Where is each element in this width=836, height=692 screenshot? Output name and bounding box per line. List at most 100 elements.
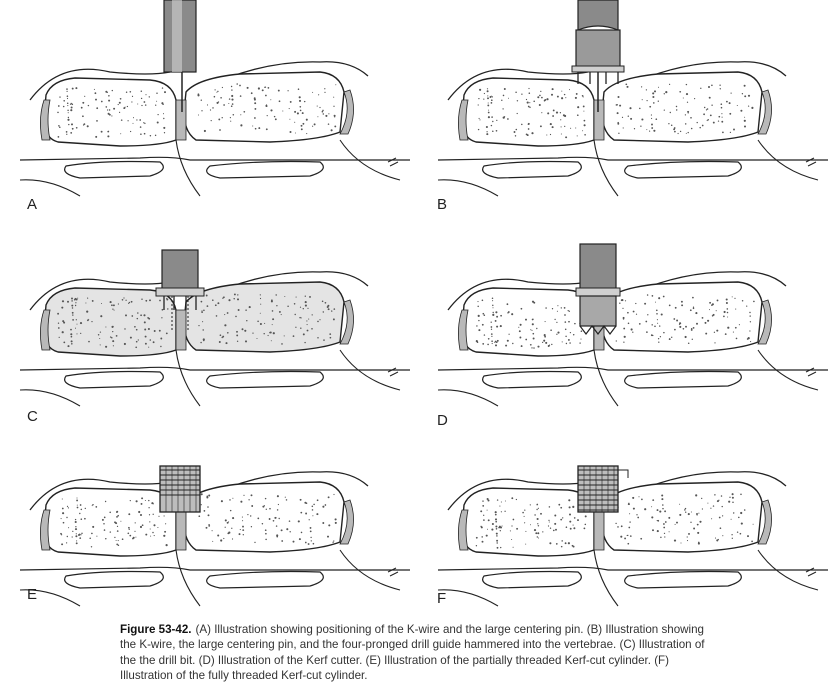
panel-d [418,210,836,410]
figure-caption-text: (A) Illustration showing positioning of … [120,623,705,682]
panel-c [0,210,418,410]
cancellous-texture [477,83,754,139]
endplate-cartilage [40,509,51,551]
spine-illustration [437,243,828,407]
lamina-left [64,160,164,179]
pin-highlight [172,0,182,72]
process-line [175,549,201,607]
break-mark [805,157,817,167]
canal-line [437,156,828,161]
panel-letter-e: E [27,586,38,603]
break-mark [387,157,399,167]
endplate-cartilage [40,99,51,141]
panel-letter-d: D [437,412,448,429]
posterior-contour-line [447,478,589,511]
spine-illustration [437,465,828,607]
vertebral-body-right [183,71,345,143]
kerf-cylinder [577,465,619,513]
process-line [19,389,81,407]
lamina-left [482,570,582,589]
lamina-right [624,570,742,589]
cancellous-texture [57,293,336,349]
posterior-contour-line [447,68,589,101]
panel-a [0,0,418,200]
endplate-cartilage [757,299,772,345]
process-line [593,139,619,197]
process-line [339,139,401,181]
process-line [437,389,499,407]
break-mark [805,567,817,577]
process-line [437,179,499,197]
spine-illustration [19,249,410,407]
canal-line [19,156,410,161]
process-line [593,549,619,607]
panel-letter-f: F [437,590,447,607]
break-mark [387,567,399,577]
spine-illustration [437,0,828,197]
process-line [175,349,201,407]
break-mark [387,367,399,377]
endplate-cartilage [458,309,469,351]
canal-line [437,566,828,571]
panel-letter-a: A [27,196,38,213]
process-line [339,349,401,391]
panel-letter-c: C [27,408,38,425]
lamina-left [64,570,164,589]
drill-guide-collar [155,287,205,297]
spine-illustration [19,0,410,197]
disc-space-cartilage [593,509,605,551]
vertebral-body-right [183,481,345,553]
drill-guide-sleeve [575,29,621,69]
canal-line [19,566,410,571]
panel-e [0,410,418,610]
process-line [19,589,81,607]
process-line [437,589,499,607]
cancellous-texture [57,83,337,138]
cylinder-tab [618,469,629,478]
endplate-cartilage [339,499,354,545]
vertebral-body-right [601,71,763,143]
endplate-cartilage [339,299,354,345]
cutter-teeth [579,325,617,335]
drill-shaft [161,249,199,291]
canal-line [19,366,410,371]
vertebral-body-left [461,487,595,557]
process-line [757,549,819,591]
endplate-cartilage [339,89,354,135]
endplate-cartilage [757,89,772,135]
canal-line [437,366,828,371]
cancellous-texture [60,493,337,548]
posterior-contour-line [29,278,171,311]
lamina-left [482,160,582,179]
kerf-cylinder [159,465,201,513]
drill-guide-collar [571,65,625,73]
process-line [757,349,819,391]
process-line [757,139,819,181]
lamina-right [624,370,742,389]
vertebral-body-right [183,281,345,353]
vertebral-body-left [461,287,595,357]
endplate-cartilage [458,509,469,551]
vertebral-body-right [601,281,763,353]
lamina-right [624,160,742,179]
kerf-cutter-shaft [579,243,617,293]
posterior-contour-line [29,68,171,101]
lamina-left [482,370,582,389]
centering-pin [577,0,619,31]
posterior-contour-line [29,478,171,511]
process-line [175,139,201,197]
process-line [339,549,401,591]
figure-label: Figure 53-42. [120,623,192,636]
panel-f [418,410,836,610]
disc-space-cartilage [593,99,605,141]
endplate-cartilage [757,499,772,545]
figure-caption: Figure 53-42.(A) Illustration showing po… [120,622,720,683]
disc-space-cartilage [175,309,187,351]
disc-space-cartilage [175,99,187,141]
lamina-left [64,370,164,389]
disc-space-cartilage [175,509,187,551]
spine-illustration [19,465,410,607]
lamina-right [206,160,324,179]
process-line [19,179,81,197]
panel-b [418,0,836,200]
